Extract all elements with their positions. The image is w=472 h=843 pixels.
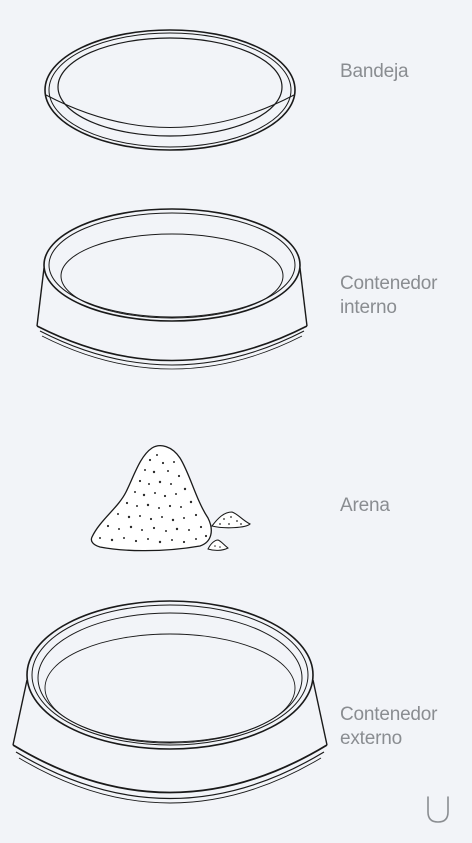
inner-container-drawing — [37, 209, 307, 369]
label-contenedor-externo: Contenedor externo — [340, 703, 437, 751]
label-contenedor-externo-line2: externo — [340, 727, 437, 751]
sand-pile-drawing — [91, 446, 250, 551]
label-contenedor-interno-line1: Contenedor — [340, 272, 437, 296]
tray-drawing — [45, 30, 295, 150]
u-shape-icon — [425, 795, 451, 825]
outer-container-drawing — [13, 601, 327, 803]
label-arena: Arena — [340, 494, 390, 518]
label-contenedor-interno-line2: interno — [340, 296, 437, 320]
label-bandeja: Bandeja — [340, 60, 408, 84]
label-contenedor-externo-line1: Contenedor — [340, 703, 437, 727]
label-arena-text: Arena — [340, 494, 390, 518]
label-contenedor-interno: Contenedor interno — [340, 272, 437, 320]
label-bandeja-text: Bandeja — [340, 60, 408, 84]
